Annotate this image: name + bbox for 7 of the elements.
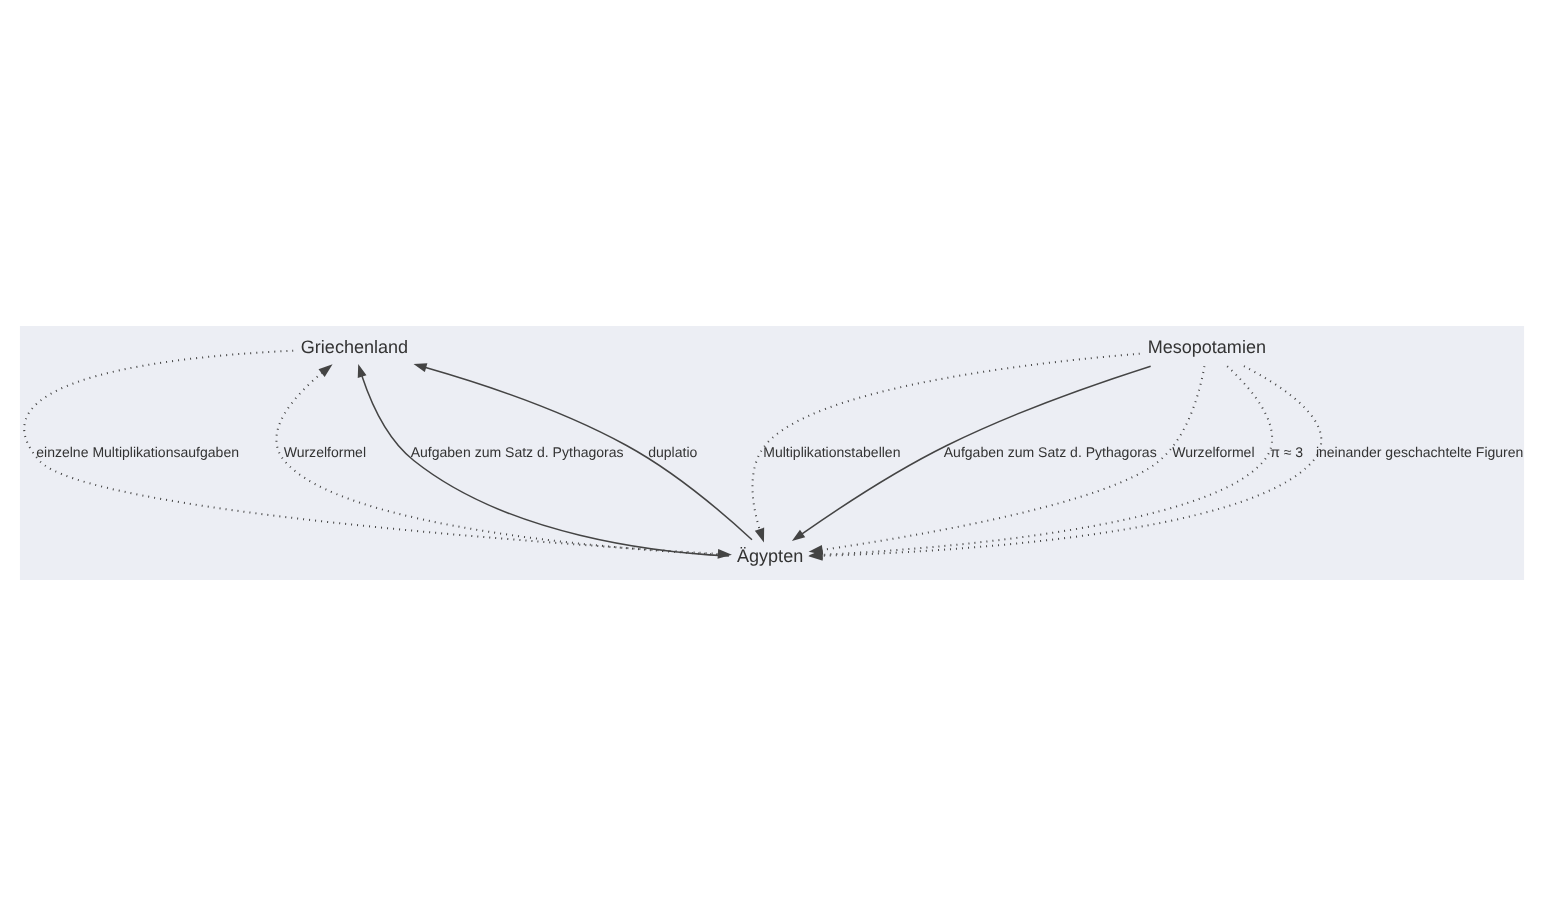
node-text: Mesopotamien	[1146, 335, 1265, 356]
node-text: Griechenland	[299, 335, 408, 356]
arrow	[274, 363, 728, 556]
node-text: Ägypten	[736, 545, 803, 566]
arrow	[790, 364, 1151, 541]
arrow	[750, 351, 1139, 542]
arrow	[412, 362, 752, 540]
